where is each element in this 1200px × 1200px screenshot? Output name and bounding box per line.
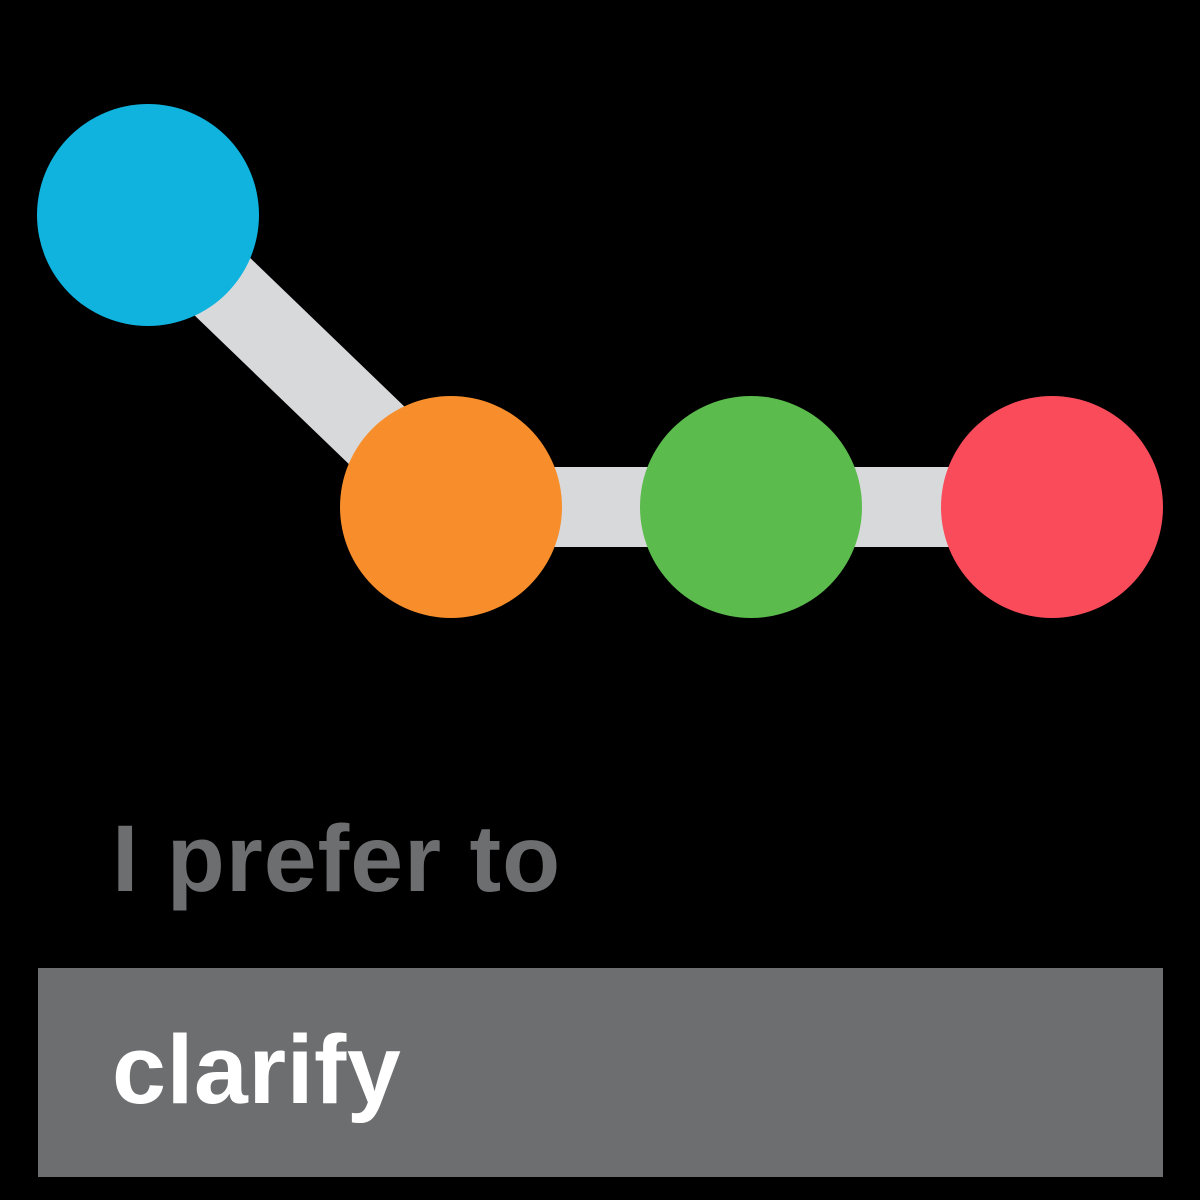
tagline-highlight-text: clarify xyxy=(112,1015,401,1124)
orange-node-circle xyxy=(340,396,562,618)
tagline-highlight-bar xyxy=(38,968,1163,1177)
tagline-prefix-text: I prefer to xyxy=(112,806,561,912)
red-node-circle xyxy=(941,396,1163,618)
green-node-circle xyxy=(640,396,862,618)
blue-node-circle xyxy=(37,104,259,326)
